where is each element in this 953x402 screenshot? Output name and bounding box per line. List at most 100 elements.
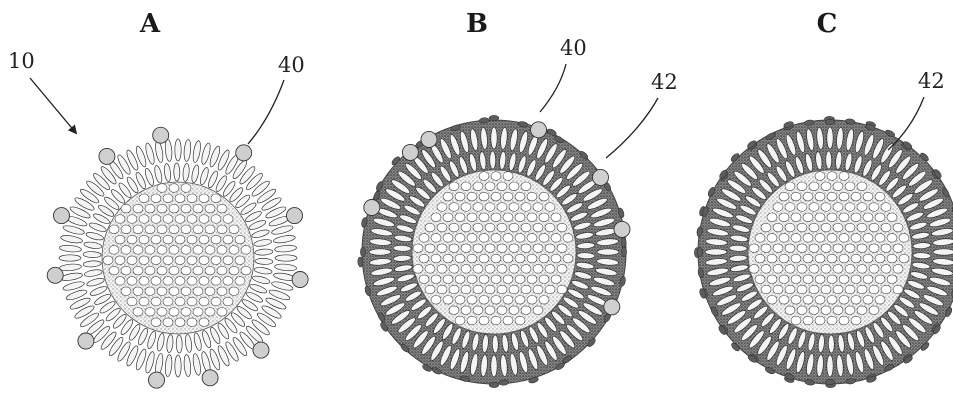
core-cell bbox=[509, 203, 519, 212]
core-cell bbox=[145, 308, 155, 317]
core-cell bbox=[899, 234, 909, 243]
core-cell bbox=[127, 297, 137, 306]
core-cell bbox=[761, 285, 771, 294]
core-cell bbox=[217, 246, 227, 255]
lipid-inner-leaflet bbox=[193, 332, 203, 351]
core-cell bbox=[491, 254, 501, 263]
core-cell bbox=[851, 192, 861, 201]
surface-particle bbox=[287, 208, 303, 224]
core-cell bbox=[821, 244, 831, 253]
core-cell bbox=[863, 234, 873, 243]
core-cell bbox=[139, 215, 149, 224]
core-cell bbox=[497, 223, 507, 232]
core-cell bbox=[857, 306, 867, 315]
lipid-inner-leaflet bbox=[153, 165, 163, 184]
core-cell bbox=[533, 285, 543, 294]
core-cell bbox=[115, 215, 125, 224]
lipid-inner-leaflet bbox=[490, 151, 496, 169]
core-cell bbox=[893, 244, 903, 253]
core-cell bbox=[815, 172, 825, 181]
core-cell bbox=[217, 266, 227, 275]
core-cell bbox=[455, 296, 465, 305]
core-cell bbox=[449, 306, 459, 315]
coating-flake bbox=[479, 117, 489, 123]
core-cell bbox=[229, 225, 239, 234]
core-cell bbox=[437, 244, 447, 253]
core-cell bbox=[467, 316, 477, 325]
core-cell bbox=[893, 265, 903, 274]
core-cell bbox=[211, 256, 221, 265]
core-cell bbox=[169, 287, 179, 296]
core-cell bbox=[425, 285, 435, 294]
surface-particle bbox=[99, 148, 115, 164]
core-cell bbox=[779, 275, 789, 284]
core-cell bbox=[857, 285, 867, 294]
surface-particle bbox=[149, 372, 165, 388]
leader-40-a bbox=[248, 80, 284, 144]
core-cell bbox=[533, 203, 543, 212]
core-cell bbox=[815, 213, 825, 222]
core-cell bbox=[199, 277, 209, 286]
core-cell bbox=[145, 266, 155, 275]
core-cell bbox=[175, 297, 185, 306]
surface-particle bbox=[402, 144, 418, 160]
core-cell bbox=[869, 244, 879, 253]
core-cell bbox=[211, 215, 221, 224]
lipid-outer-leaflet bbox=[154, 140, 164, 163]
core-cell bbox=[485, 244, 495, 253]
core-cell bbox=[133, 308, 143, 317]
coating-flake bbox=[357, 257, 363, 267]
core-cell bbox=[205, 308, 215, 317]
surface-particle bbox=[78, 333, 94, 349]
core-cell bbox=[437, 265, 447, 274]
core-cell bbox=[857, 244, 867, 253]
core-cell bbox=[515, 234, 525, 243]
core-cell bbox=[431, 275, 441, 284]
core-cell bbox=[145, 287, 155, 296]
core-cell bbox=[797, 265, 807, 274]
core-cell bbox=[791, 275, 801, 284]
core-cell bbox=[527, 234, 537, 243]
core-cell bbox=[803, 296, 813, 305]
core-cell bbox=[857, 203, 867, 212]
lipid-inner-leaflet bbox=[176, 335, 182, 353]
core-cell bbox=[139, 256, 149, 265]
core-cell bbox=[163, 215, 173, 224]
surface-particle bbox=[421, 131, 437, 147]
core-cell bbox=[779, 213, 789, 222]
core-cell bbox=[473, 182, 483, 191]
core-cell bbox=[109, 266, 119, 275]
core-cell bbox=[491, 172, 501, 181]
core-cell bbox=[497, 182, 507, 191]
core-cell bbox=[827, 296, 837, 305]
lipid-outer-leaflet bbox=[827, 127, 833, 149]
core-cell bbox=[881, 203, 891, 212]
core-cell bbox=[821, 223, 831, 232]
panel-letter-c: C bbox=[817, 9, 838, 39]
core-cell bbox=[527, 254, 537, 263]
core-cell bbox=[115, 235, 125, 244]
core-cell bbox=[845, 265, 855, 274]
core-cell bbox=[893, 285, 903, 294]
core-cell bbox=[551, 275, 561, 284]
core-cell bbox=[551, 234, 561, 243]
core-cell bbox=[557, 285, 567, 294]
core-cell bbox=[533, 265, 543, 274]
core-cell bbox=[893, 223, 903, 232]
core-cell bbox=[539, 296, 549, 305]
core-cell bbox=[821, 203, 831, 212]
surface-particle bbox=[364, 200, 380, 216]
core-cell bbox=[827, 213, 837, 222]
core-cell bbox=[187, 194, 197, 203]
core-cell bbox=[851, 254, 861, 263]
core-cell bbox=[217, 204, 227, 213]
core-cell bbox=[187, 318, 197, 327]
surface-particle bbox=[593, 169, 609, 185]
lipid-outer-leaflet bbox=[192, 353, 202, 376]
lipid-inner-leaflet bbox=[251, 228, 270, 239]
core-cell bbox=[169, 246, 179, 255]
core-cell bbox=[863, 296, 873, 305]
core-cell bbox=[169, 266, 179, 275]
core-cell bbox=[163, 235, 173, 244]
